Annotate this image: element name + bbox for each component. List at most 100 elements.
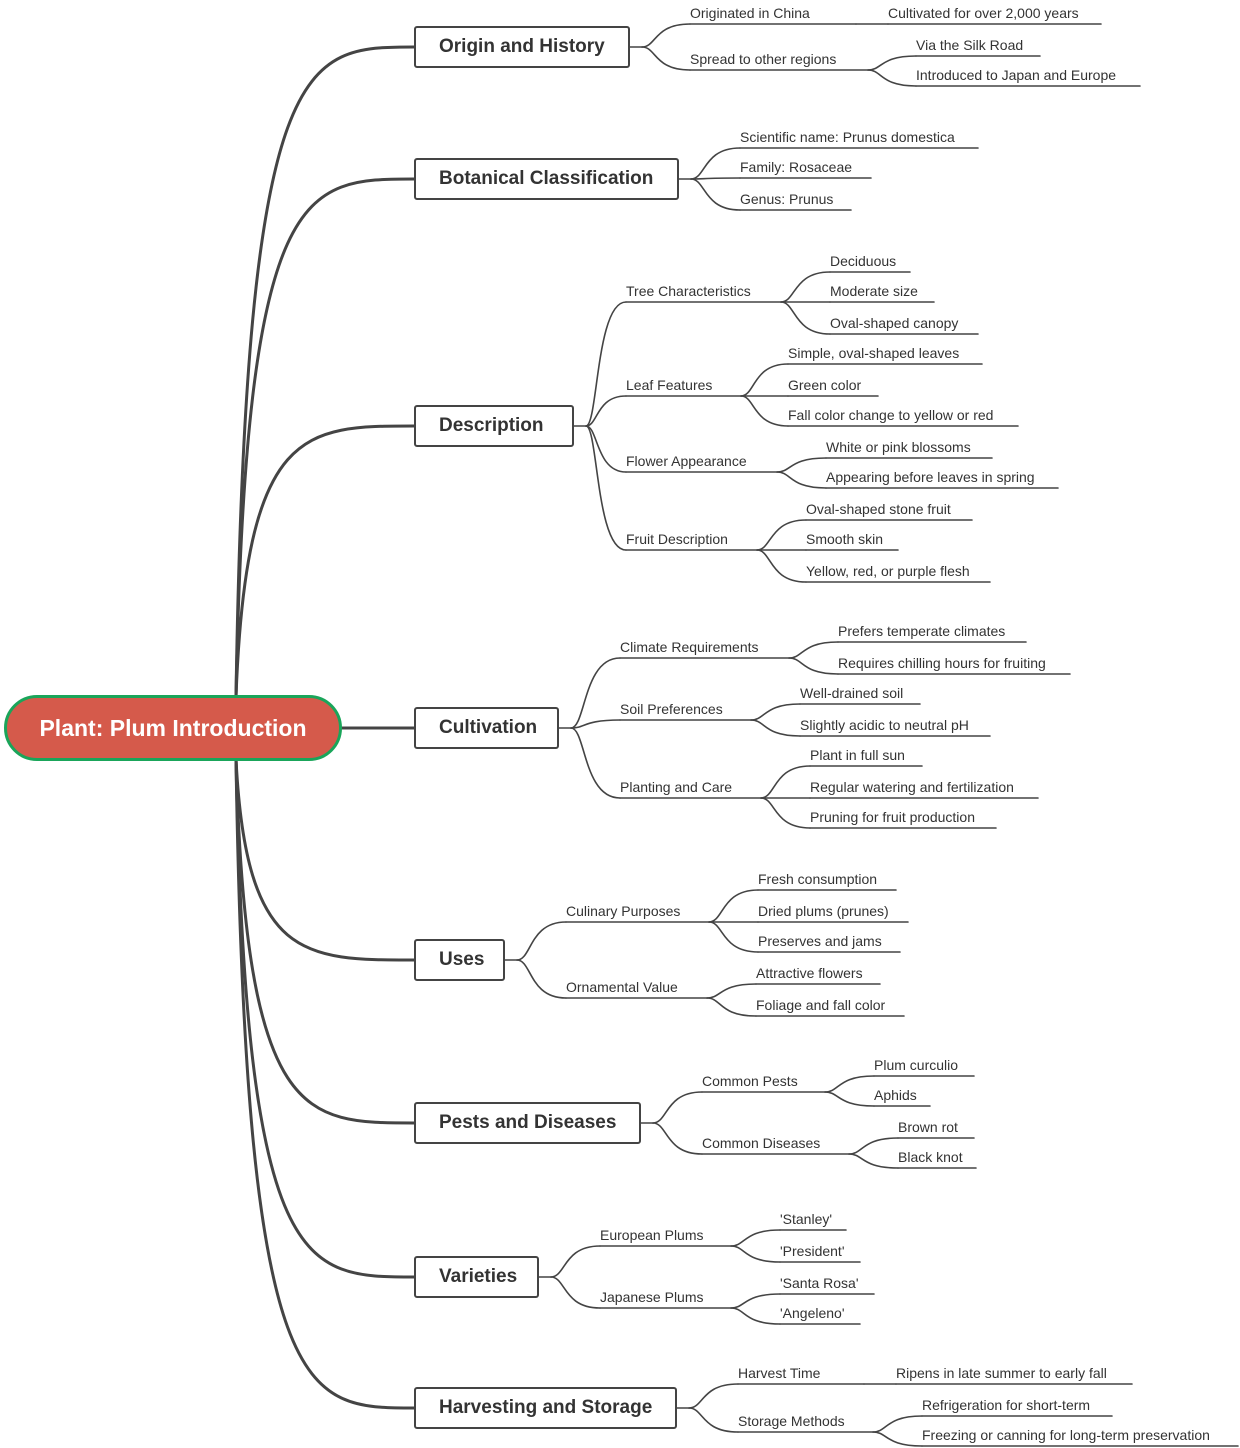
subtopic-description-1-2: Fall color change to yellow or red bbox=[788, 407, 994, 423]
link-pests-0 bbox=[652, 1091, 703, 1124]
topic-harvest-0: Harvest Time bbox=[738, 1365, 821, 1381]
link-pests-0-1 bbox=[824, 1091, 875, 1107]
link-cultivation-0-1 bbox=[788, 657, 839, 675]
branch-varieties[interactable]: Varieties bbox=[414, 1256, 539, 1298]
link-pests-1-0 bbox=[848, 1137, 899, 1155]
subtopic-description-3-2: Yellow, red, or purple flesh bbox=[806, 563, 970, 579]
link-origin-1 bbox=[641, 46, 691, 71]
subtopic-varieties-1-1: 'Angeleno' bbox=[780, 1305, 845, 1321]
subtopic-pests-0-0: Plum curculio bbox=[874, 1057, 959, 1073]
link-description-0-2 bbox=[780, 301, 831, 335]
subtopic-pests-1-0: Brown rot bbox=[898, 1119, 958, 1135]
link-uses-0-0 bbox=[708, 889, 759, 923]
root-connector-varieties bbox=[234, 757, 416, 1279]
subtopic-cultivation-2-2: Pruning for fruit production bbox=[810, 809, 975, 825]
root-connector-botanical bbox=[234, 177, 416, 699]
topic-description-0: Tree Characteristics bbox=[626, 283, 751, 299]
link-botanical-0 bbox=[690, 147, 741, 180]
link-description-3-2 bbox=[756, 549, 807, 583]
link-description-1 bbox=[585, 395, 627, 427]
subtopic-origin-1-0: Via the Silk Road bbox=[916, 37, 1024, 53]
link-cultivation-2-2 bbox=[760, 797, 811, 829]
link-varieties-1-1 bbox=[730, 1307, 781, 1325]
link-uses-0 bbox=[516, 921, 567, 961]
link-description-2-1 bbox=[776, 471, 827, 489]
subtopic-uses-1-0: Attractive flowers bbox=[756, 965, 863, 981]
link-cultivation-2 bbox=[570, 727, 621, 799]
link-description-0-0 bbox=[780, 271, 831, 303]
branch-harvest[interactable]: Harvesting and Storage bbox=[414, 1387, 677, 1429]
topic-harvest-1: Storage Methods bbox=[738, 1413, 845, 1429]
subtopic-origin-1-1: Introduced to Japan and Europe bbox=[916, 67, 1117, 83]
subtopic-uses-0-2: Preserves and jams bbox=[758, 933, 882, 949]
root-connector-pests bbox=[234, 757, 416, 1125]
link-description-1-0 bbox=[740, 363, 789, 397]
topic-varieties-0: European Plums bbox=[600, 1227, 704, 1243]
branch-botanical[interactable]: Botanical Classification bbox=[414, 158, 679, 200]
link-cultivation-0 bbox=[570, 657, 621, 729]
link-varieties-1-0 bbox=[730, 1293, 781, 1309]
link-origin-1-0 bbox=[867, 55, 917, 71]
topic-description-2: Flower Appearance bbox=[626, 453, 747, 469]
link-pests-1-1 bbox=[848, 1153, 899, 1169]
topic-origin-0: Originated in China bbox=[690, 5, 810, 21]
root-node[interactable]: Plant: Plum Introduction bbox=[4, 695, 342, 761]
link-cultivation-1-1 bbox=[750, 719, 801, 737]
link-uses-1-1 bbox=[706, 997, 757, 1017]
topic-description-3: Fruit Description bbox=[626, 531, 728, 547]
link-harvest-1 bbox=[688, 1407, 739, 1433]
subtopic-cultivation-0-0: Prefers temperate climates bbox=[838, 623, 1006, 639]
subtopic-description-1-1: Green color bbox=[788, 377, 862, 393]
link-description-2 bbox=[585, 425, 627, 473]
subtopic-pests-0-1: Aphids bbox=[874, 1087, 917, 1103]
subtopic-varieties-0-1: 'President' bbox=[780, 1243, 845, 1259]
subtopic-description-0-1: Moderate size bbox=[830, 283, 918, 299]
branch-pests[interactable]: Pests and Diseases bbox=[414, 1102, 641, 1144]
link-botanical-1 bbox=[690, 177, 741, 180]
link-cultivation-2-0 bbox=[760, 765, 811, 799]
subtopic-harvest-1-0: Refrigeration for short-term bbox=[922, 1397, 1091, 1413]
link-origin-0 bbox=[641, 23, 691, 48]
topic-uses-0: Culinary Purposes bbox=[566, 903, 681, 919]
link-description-3-0 bbox=[756, 519, 807, 551]
topic-botanical-1: Family: Rosaceae bbox=[740, 159, 853, 175]
link-cultivation-1-0 bbox=[750, 703, 801, 721]
link-description-0 bbox=[585, 301, 627, 427]
topic-cultivation-2: Planting and Care bbox=[620, 779, 733, 795]
branch-description[interactable]: Description bbox=[414, 405, 574, 447]
branch-origin[interactable]: Origin and History bbox=[414, 26, 630, 68]
topic-pests-0: Common Pests bbox=[702, 1073, 798, 1089]
subtopic-cultivation-2-0: Plant in full sun bbox=[810, 747, 905, 763]
subtopic-pests-1-1: Black knot bbox=[898, 1149, 963, 1165]
subtopic-description-2-1: Appearing before leaves in spring bbox=[826, 469, 1035, 485]
root-connector-uses bbox=[234, 757, 416, 962]
topic-varieties-1: Japanese Plums bbox=[600, 1289, 704, 1305]
topic-botanical-2: Genus: Prunus bbox=[740, 191, 834, 207]
topic-pests-1: Common Diseases bbox=[702, 1135, 821, 1151]
topic-cultivation-0: Climate Requirements bbox=[620, 639, 759, 655]
root-connector-harvest bbox=[234, 757, 416, 1410]
branch-uses[interactable]: Uses bbox=[414, 939, 505, 981]
subtopic-description-0-2: Oval-shaped canopy bbox=[830, 315, 959, 331]
subtopic-description-2-0: White or pink blossoms bbox=[826, 439, 971, 455]
subtopic-cultivation-0-1: Requires chilling hours for fruiting bbox=[838, 655, 1046, 671]
topic-uses-1: Ornamental Value bbox=[566, 979, 678, 995]
subtopic-uses-0-0: Fresh consumption bbox=[758, 871, 878, 887]
link-uses-1 bbox=[516, 959, 567, 999]
subtopic-harvest-0-0: Ripens in late summer to early fall bbox=[896, 1365, 1107, 1381]
link-varieties-0-1 bbox=[730, 1245, 781, 1263]
subtopic-uses-0-1: Dried plums (prunes) bbox=[758, 903, 889, 919]
link-pests-0-0 bbox=[824, 1075, 875, 1093]
subtopic-origin-0-0: Cultivated for over 2,000 years bbox=[888, 5, 1079, 21]
subtopic-uses-1-1: Foliage and fall color bbox=[756, 997, 886, 1013]
link-varieties-0-0 bbox=[730, 1229, 781, 1247]
link-description-3 bbox=[585, 425, 627, 551]
link-cultivation-1 bbox=[570, 719, 621, 729]
subtopic-description-3-1: Smooth skin bbox=[806, 531, 884, 547]
branch-cultivation[interactable]: Cultivation bbox=[414, 707, 559, 749]
topic-description-1: Leaf Features bbox=[626, 377, 713, 393]
topic-origin-1: Spread to other regions bbox=[690, 51, 837, 67]
topic-cultivation-1: Soil Preferences bbox=[620, 701, 723, 717]
link-uses-0-2 bbox=[708, 921, 759, 953]
